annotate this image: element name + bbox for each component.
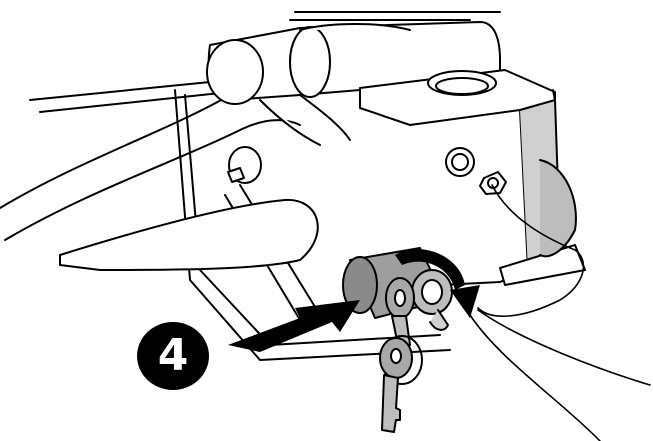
bolt-nut <box>445 147 507 195</box>
curved-rotation-arrow <box>395 249 480 318</box>
cable-wire <box>469 184 651 441</box>
step-badge: 4 <box>137 322 209 390</box>
guide-rails <box>29 11 501 113</box>
frame-pin <box>227 146 262 184</box>
side-bracket <box>409 89 586 286</box>
insertion-arrow <box>228 300 360 352</box>
curved-bar <box>59 198 319 271</box>
key-set <box>379 277 423 433</box>
clamp-body <box>206 21 501 146</box>
step-number: 4 <box>157 330 189 381</box>
